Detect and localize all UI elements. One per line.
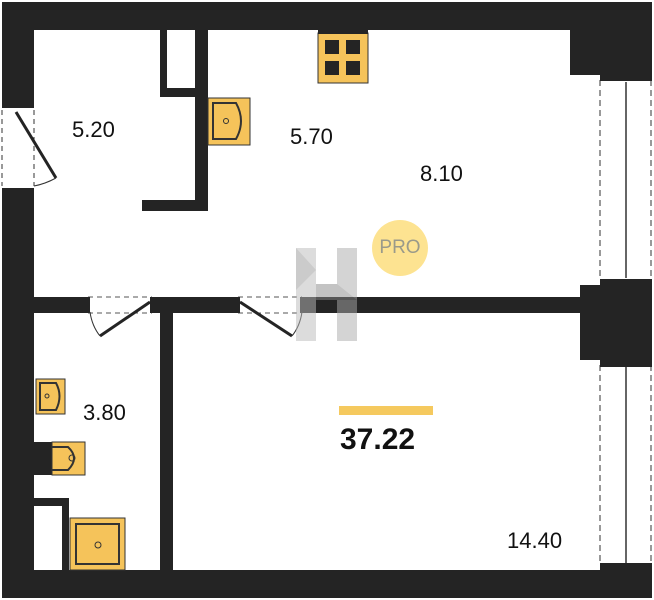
shower-icon [69,517,126,571]
window-bottom-right [599,363,652,567]
upper-room-floor [34,30,600,297]
kitchen-sink-icon [207,97,251,146]
total-area: 37.22 [340,423,416,456]
room-area-hallway: 5.20 [72,117,115,142]
h-logo-watermark [296,248,357,341]
washbasin-icon [35,378,66,415]
toilet-icon [34,441,86,476]
bedroom-floor [173,313,600,570]
room-area-bedroom: 14.40 [507,528,563,553]
total-area-accent-bar [339,406,433,415]
window-top-right [599,77,652,283]
bathroom-door [86,296,154,338]
entrance-door [1,108,58,188]
room-area-kitchen: 5.70 [290,124,333,149]
pro-badge: PRO [372,220,428,276]
room-area-living: 8.10 [420,161,463,186]
stove-icon [317,29,369,84]
room-area-bathroom: 3.80 [83,400,126,425]
